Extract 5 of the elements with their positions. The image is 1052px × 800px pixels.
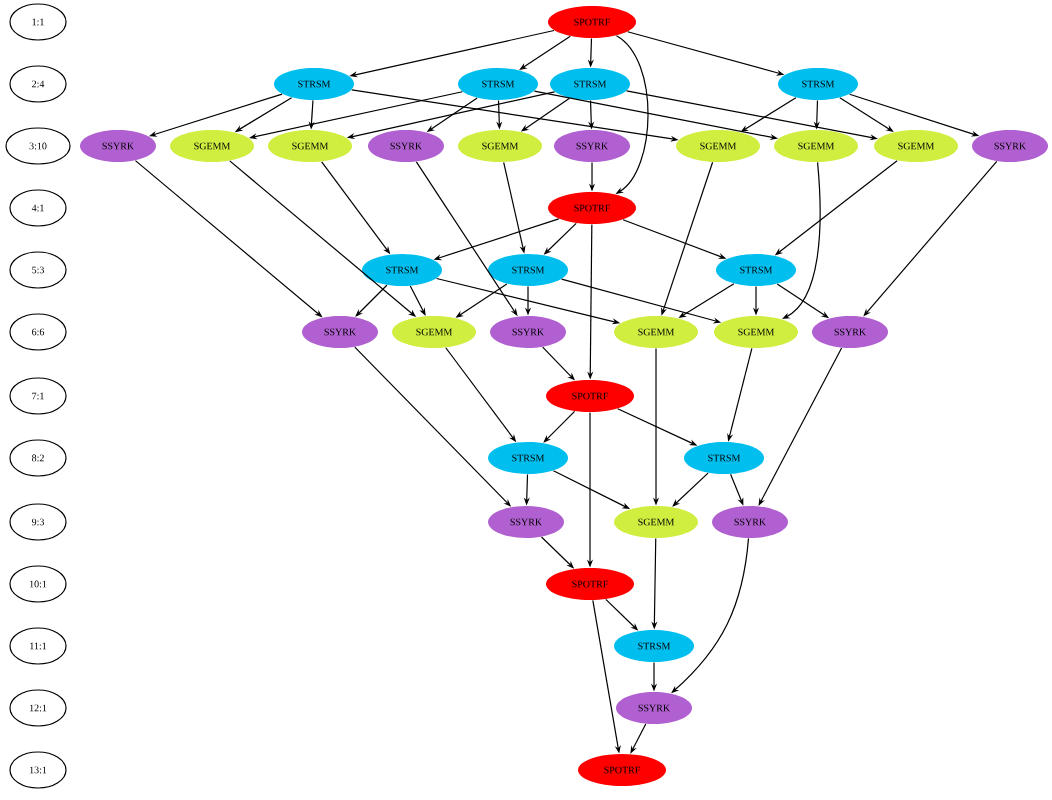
arrow	[839, 97, 894, 132]
arrow	[758, 347, 843, 506]
arrow	[543, 410, 576, 443]
arrow	[672, 472, 709, 507]
arrow	[355, 284, 388, 317]
